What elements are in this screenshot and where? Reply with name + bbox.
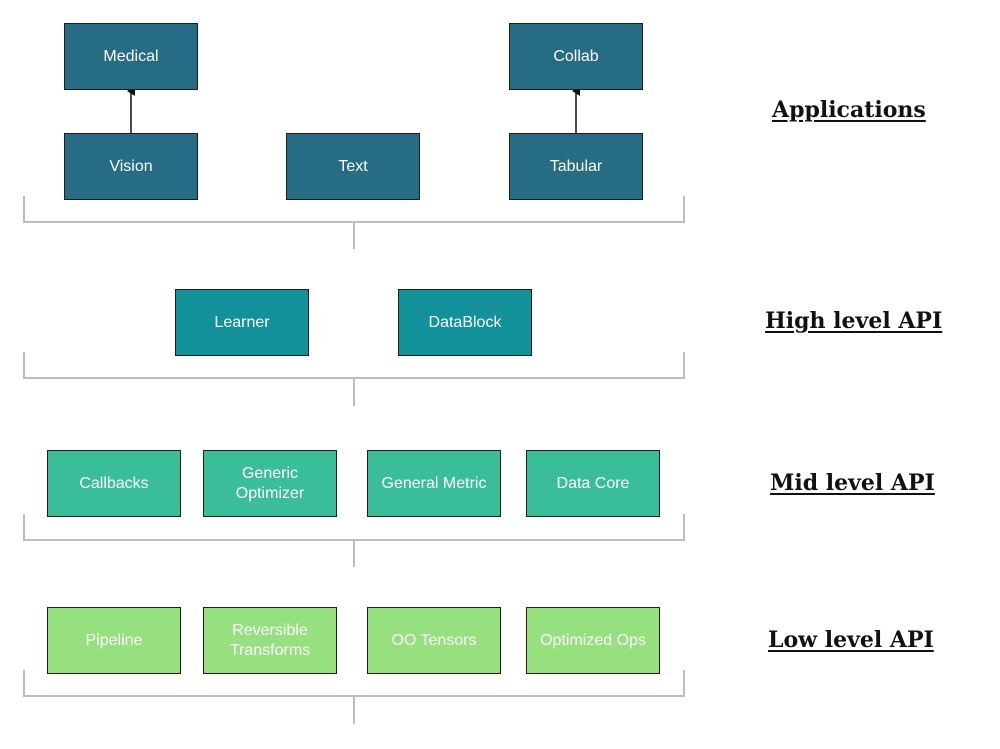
layer-title-applications: Applications bbox=[772, 97, 926, 123]
box-callbacks: Callbacks bbox=[47, 450, 181, 517]
bracket-high-level-api bbox=[23, 352, 685, 406]
bracket-low-level-api bbox=[23, 670, 685, 724]
box-reversible-transforms: Reversible Transforms bbox=[203, 607, 337, 674]
box-data-core: Data Core bbox=[526, 450, 660, 517]
box-medical: Medical bbox=[64, 23, 198, 90]
box-collab: Collab bbox=[509, 23, 643, 90]
layer-title-low-level-api: Low level API bbox=[768, 627, 934, 653]
bracket-applications bbox=[23, 196, 685, 249]
box-tabular: Tabular bbox=[509, 133, 643, 200]
box-generic-optimizer: Generic Optimizer bbox=[203, 450, 337, 517]
box-general-metric: General Metric bbox=[367, 450, 501, 517]
box-datablock: DataBlock bbox=[398, 289, 532, 356]
layer-title-high-level-api: High level API bbox=[765, 308, 943, 334]
box-optimized-ops: Optimized Ops bbox=[526, 607, 660, 674]
box-pipeline: Pipeline bbox=[47, 607, 181, 674]
box-text: Text bbox=[286, 133, 420, 200]
box-learner: Learner bbox=[175, 289, 309, 356]
bracket-mid-level-api bbox=[23, 514, 685, 567]
box-oo-tensors: OO Tensors bbox=[367, 607, 501, 674]
layer-title-mid-level-api: Mid level API bbox=[770, 470, 935, 496]
box-vision: Vision bbox=[64, 133, 198, 200]
